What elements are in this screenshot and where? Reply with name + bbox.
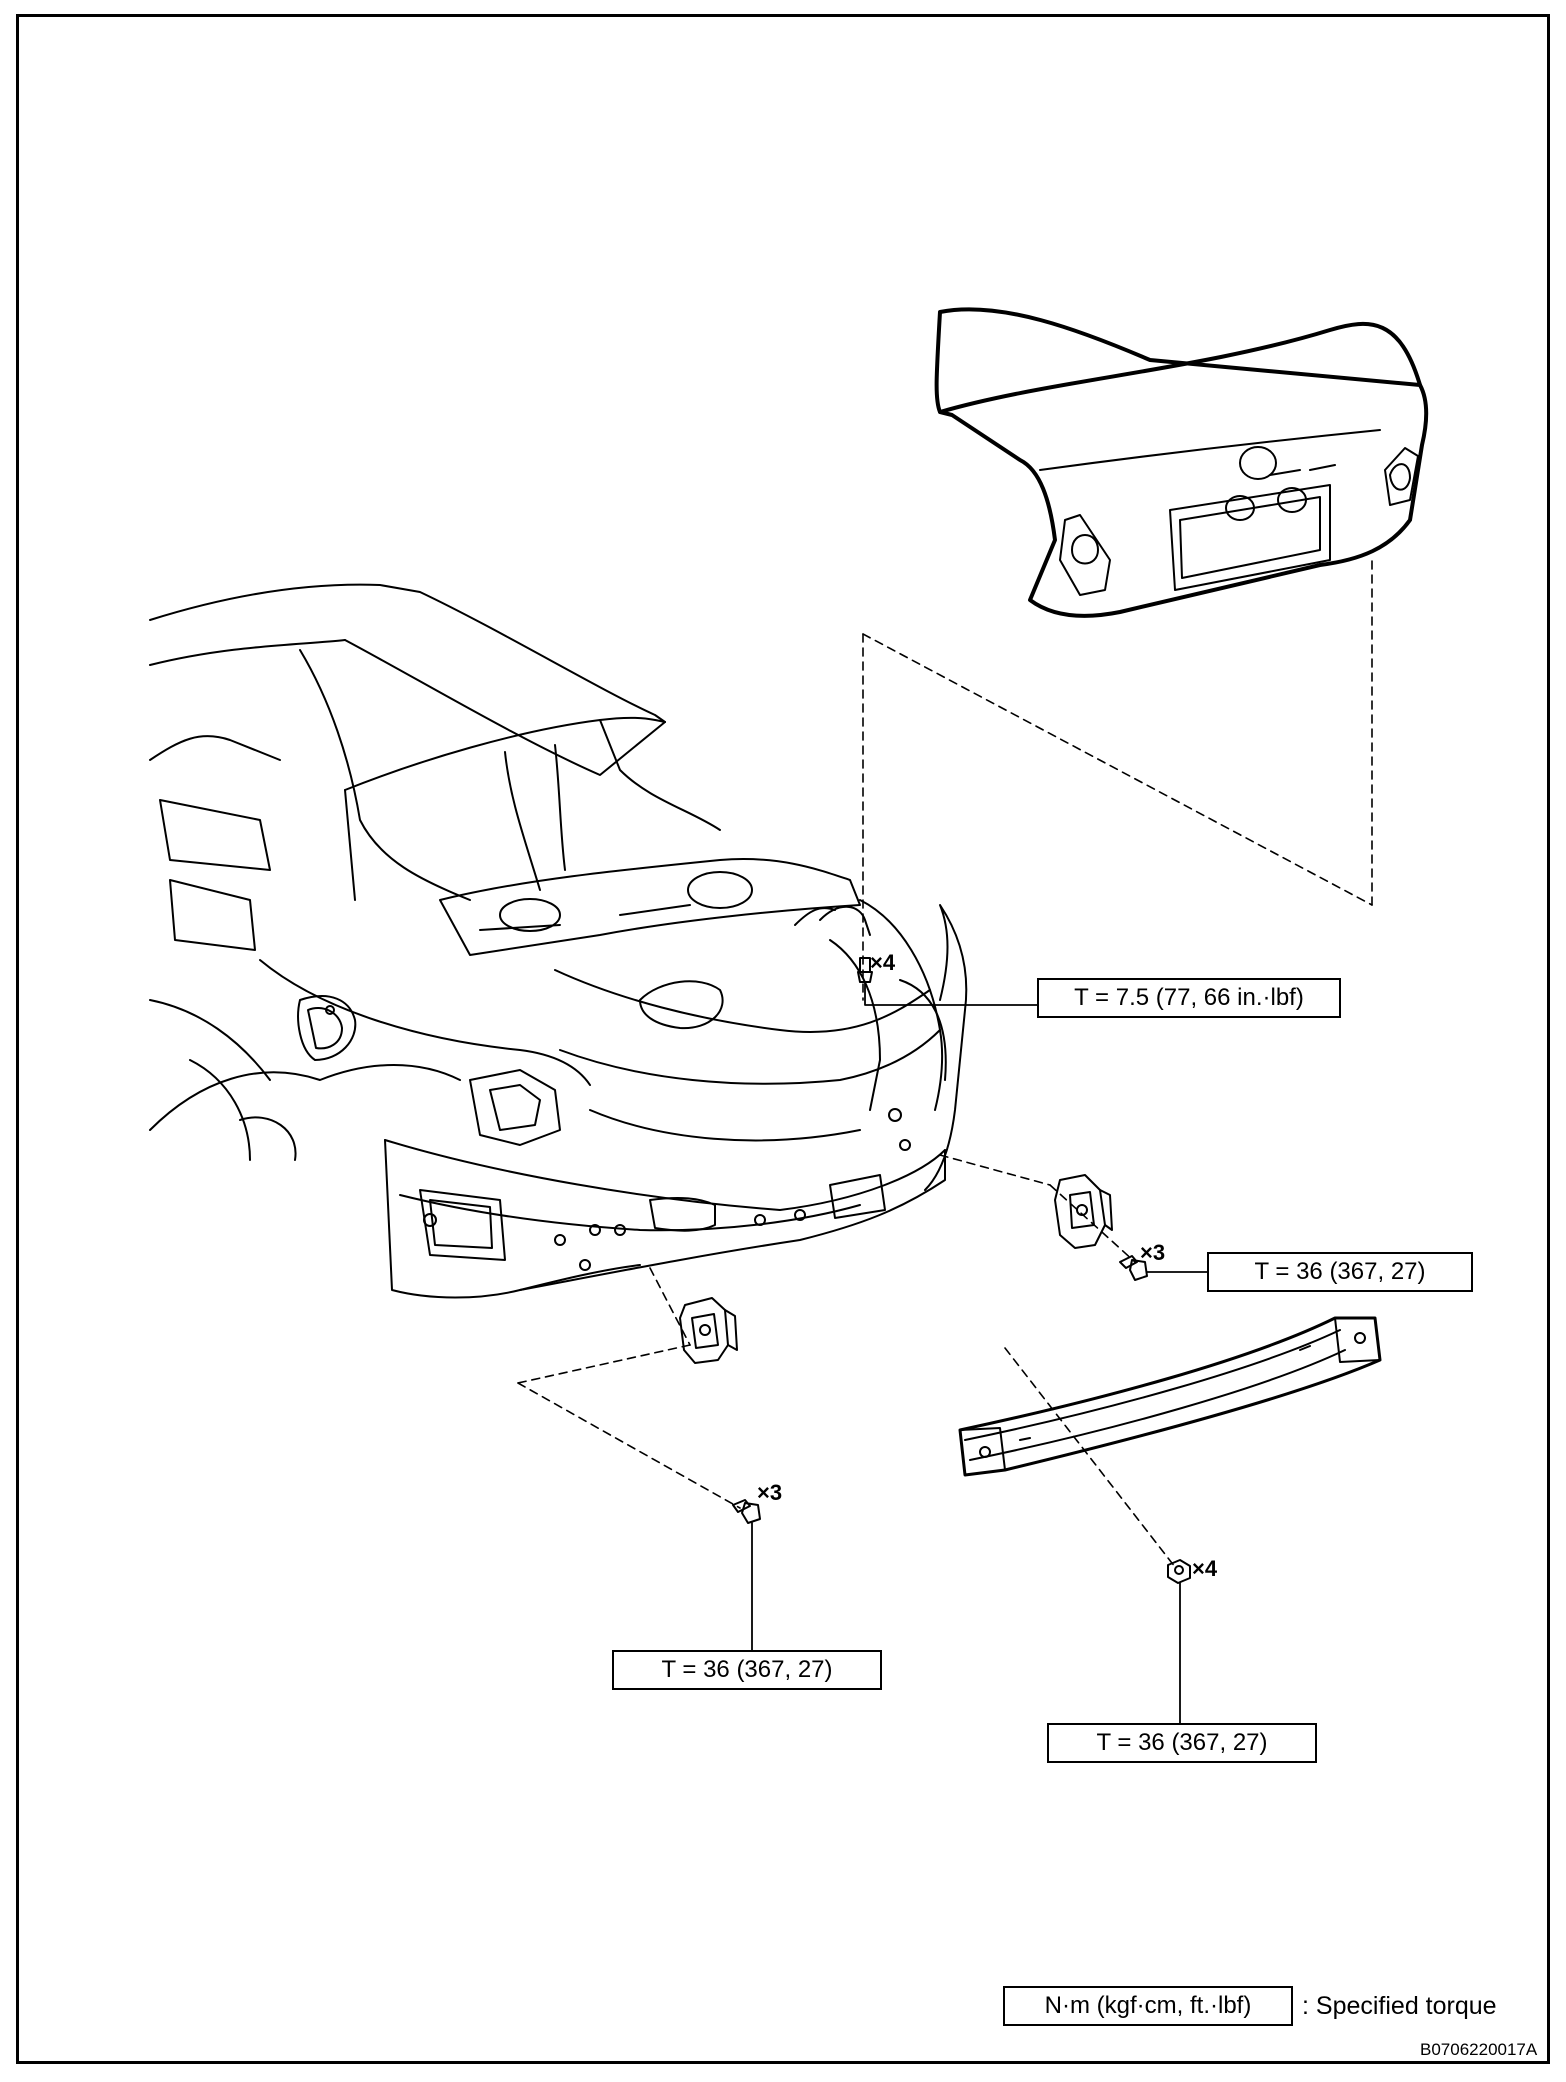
quantity-reinforcement-nuts: ×4 (1192, 1556, 1218, 1581)
vehicle-body-rear (149, 583, 968, 1299)
bumper-reinforcement-part (958, 1316, 1382, 1477)
figure-code: B0706220017A (1420, 2040, 1538, 2059)
torque-unit-legend-box: N·m (kgf·cm, ft.·lbf) (1003, 1986, 1293, 2026)
quantity-left-bracket-bolts: ×3 (757, 1480, 783, 1505)
torque-unit-text: N·m (kgf·cm, ft.·lbf) (1044, 1992, 1252, 2019)
diagram-frame (16, 14, 1550, 2064)
right-bumper-bracket-part (1054, 1174, 1113, 1249)
trunk-lid-part (934, 307, 1429, 618)
torque-callout-text: T = 36 (367, 27) (661, 1656, 833, 1683)
quantity-trunk-lid-bolts: ×4 (870, 950, 896, 975)
quantity-right-bracket-bolts: ×3 (1140, 1240, 1166, 1265)
torque-callout-text: T = 7.5 (77, 66 in.·lbf) (1074, 984, 1304, 1011)
torque-legend-description: : Specified torque (1302, 1992, 1497, 2020)
trunk-lid-bolt-part (857, 957, 873, 983)
torque-callout-reinforcement-nuts: T = 36 (367, 27) (1047, 1723, 1317, 1763)
torque-callout-right-bracket-bolts: T = 36 (367, 27) (1207, 1252, 1473, 1292)
assembly-guide-lines (517, 559, 1373, 1568)
torque-callout-text: T = 36 (367, 27) (1096, 1729, 1268, 1756)
left-bumper-bracket-part (679, 1297, 738, 1364)
reinforcement-nut-part (1167, 1559, 1191, 1584)
torque-callout-left-bracket-bolts: T = 36 (367, 27) (612, 1650, 882, 1690)
callout-leader-lines (751, 981, 1208, 1724)
torque-callout-trunk-lid-bolts: T = 7.5 (77, 66 in.·lbf) (1037, 978, 1341, 1018)
right-bracket-bolt-part (1119, 1255, 1148, 1281)
left-bracket-bolt-part (732, 1499, 761, 1524)
torque-callout-text: T = 36 (367, 27) (1254, 1258, 1426, 1285)
